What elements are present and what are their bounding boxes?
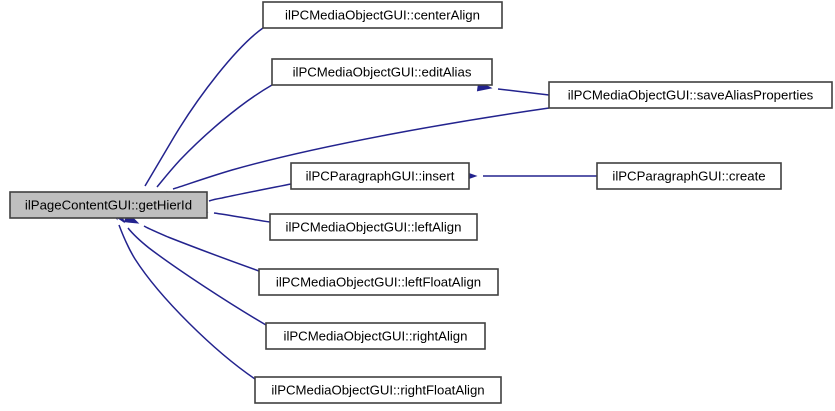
edge-rightAlign-to-getHierId — [127, 227, 267, 326]
node-box-editAlias[interactable] — [271, 58, 493, 86]
edge-centerAlign-to-getHierId — [144, 27, 264, 187]
node-box-centerAlign[interactable] — [262, 1, 503, 29]
node-box-leftAlign[interactable] — [269, 213, 478, 241]
node-saveAliasProperties[interactable]: ilPCMediaObjectGUI::saveAliasProperties — [548, 81, 833, 109]
node-box-rightAlign[interactable] — [265, 322, 486, 350]
node-getHierId[interactable]: ilPageContentGUI::getHierId — [9, 191, 208, 219]
node-rightAlign[interactable]: ilPCMediaObjectGUI::rightAlign — [265, 322, 486, 350]
edge-leftFloatAlign-to-getHierId — [143, 225, 260, 272]
edge-editAlias-to-getHierId — [156, 84, 273, 188]
node-leftFloatAlign[interactable]: ilPCMediaObjectGUI::leftFloatAlign — [258, 268, 499, 296]
node-layer: ilPageContentGUI::getHierIdilPCMediaObje… — [9, 1, 833, 404]
edge-saveAliasProperties-to-getHierId — [172, 107, 550, 190]
node-box-rightFloatAlign[interactable] — [254, 376, 502, 404]
edge-rightFloatAlign-to-getHierId — [118, 224, 256, 380]
node-create[interactable]: ilPCParagraphGUI::create — [596, 162, 782, 190]
node-leftAlign[interactable]: ilPCMediaObjectGUI::leftAlign — [269, 213, 478, 241]
node-box-create[interactable] — [596, 162, 782, 190]
node-box-insert[interactable] — [290, 162, 470, 190]
node-box-saveAliasProperties[interactable] — [548, 81, 833, 109]
node-box-getHierId[interactable] — [9, 191, 208, 219]
edge-leftAlign-to-getHierId — [213, 212, 271, 223]
edge-insert-to-getHierId — [208, 183, 292, 202]
node-insert[interactable]: ilPCParagraphGUI::insert — [290, 162, 470, 190]
node-editAlias[interactable]: ilPCMediaObjectGUI::editAlias — [271, 58, 493, 86]
node-box-leftFloatAlign[interactable] — [258, 268, 499, 296]
node-rightFloatAlign[interactable]: ilPCMediaObjectGUI::rightFloatAlign — [254, 376, 502, 404]
node-centerAlign[interactable]: ilPCMediaObjectGUI::centerAlign — [262, 1, 503, 29]
edge-saveAliasProperties-to-editAlias — [497, 88, 550, 96]
